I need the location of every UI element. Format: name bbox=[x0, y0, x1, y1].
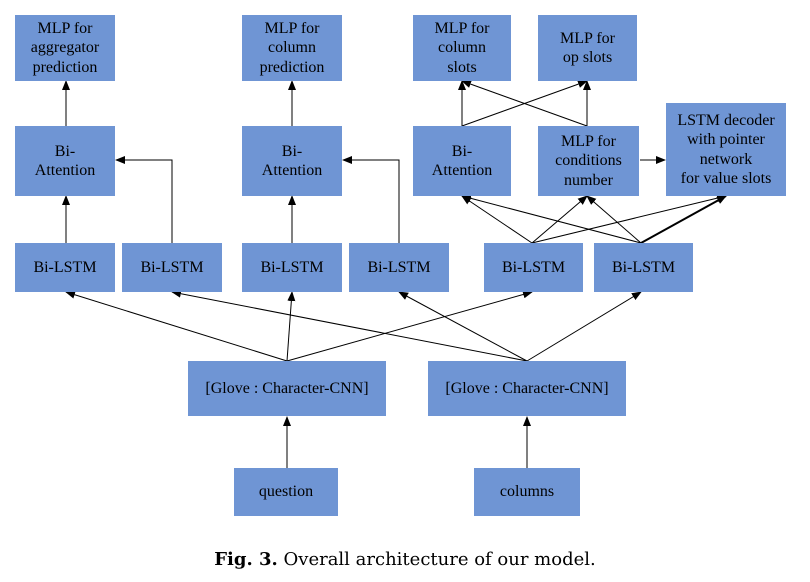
arrow-gloveq-to-bilstm5 bbox=[286, 290, 533, 362]
arrow-bilstm5-to-mlpcond bbox=[531, 195, 588, 244]
columns-input-box: columns bbox=[474, 468, 580, 516]
mlp-op-slots-box: MLP for op slots bbox=[538, 15, 637, 81]
caption-label: Fig. 3. bbox=[214, 549, 278, 570]
arrow-bilstm6-to-lstmdec bbox=[640, 195, 727, 244]
arrow-bilstm6-to-mlpcond bbox=[586, 195, 642, 244]
caption-text: Overall architecture of our model. bbox=[283, 549, 596, 570]
glove-charcnn-question-box: [Glove : Character-CNN] bbox=[188, 361, 386, 416]
figure-caption: Fig. 3. Overall architecture of our mode… bbox=[0, 549, 810, 570]
arrow-bilstm6-to-biatt3 bbox=[461, 194, 642, 244]
arrow-bilstm5-to-biatt3 bbox=[461, 195, 533, 244]
bi-lstm-box-6: Bi-LSTM bbox=[594, 243, 693, 292]
arrow-bilstm5-to-lstmdec bbox=[531, 194, 727, 244]
arrow-gloveq-to-bilstm1 bbox=[65, 290, 288, 362]
arrow-gloveq-to-bilstm3 bbox=[286, 291, 296, 362]
glove-charcnn-columns-box: [Glove : Character-CNN] bbox=[428, 361, 626, 416]
mlp-aggregator-prediction-box: MLP for aggregator prediction bbox=[15, 15, 115, 81]
bi-attention-box-2: Bi- Attention bbox=[242, 126, 342, 196]
arrow-bilstm2-to-biatt1 bbox=[115, 156, 173, 243]
question-input-box: question bbox=[234, 468, 338, 516]
arrow-glovec-to-bilstm2 bbox=[171, 289, 528, 362]
lstm-decoder-box: LSTM decoder with pointer network for va… bbox=[666, 103, 786, 196]
bi-lstm-box-2: Bi-LSTM bbox=[122, 243, 222, 292]
bi-lstm-box-1: Bi-LSTM bbox=[15, 243, 115, 292]
bi-attention-box-3: Bi- Attention bbox=[413, 126, 511, 196]
arrow-glovec-to-bilstm4 bbox=[398, 291, 528, 362]
arrow-glovec-to-bilstm6 bbox=[526, 291, 642, 362]
mlp-column-slots-box: MLP for column slots bbox=[413, 15, 511, 81]
bi-lstm-box-4: Bi-LSTM bbox=[349, 243, 449, 292]
mlp-column-prediction-box: MLP for column prediction bbox=[242, 15, 342, 81]
bi-lstm-box-3: Bi-LSTM bbox=[242, 243, 342, 292]
bi-lstm-box-5: Bi-LSTM bbox=[484, 243, 583, 292]
arrow-bilstm4-to-biatt2 bbox=[342, 156, 400, 243]
bi-attention-box-1: Bi- Attention bbox=[15, 126, 115, 196]
mlp-conditions-number-box: MLP for conditions number bbox=[538, 126, 639, 196]
arrow-mlpcond-to-mlpcolslots bbox=[461, 80, 588, 127]
